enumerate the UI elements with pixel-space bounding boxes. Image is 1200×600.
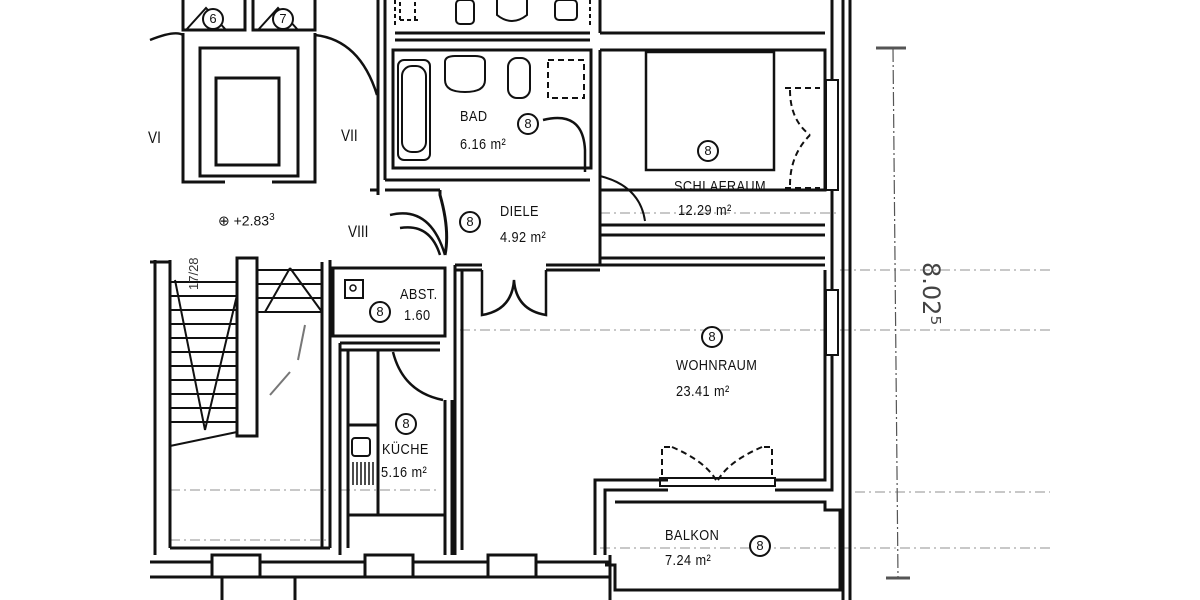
unit-badge-6: 6	[202, 8, 224, 30]
dimension-label: 8.02⁵	[917, 262, 945, 326]
room-area-balkon: 7.24 m²	[665, 552, 712, 569]
room-label-wohnraum: WOHNRAUM	[676, 357, 758, 374]
unit-badge-wohnraum: 8	[701, 326, 723, 348]
room-label-kueche: KÜCHE	[382, 441, 429, 458]
dimension-line	[876, 46, 910, 580]
unit-badge-7: 7	[272, 8, 294, 30]
room-label-abst: ABST.	[400, 286, 438, 303]
room-area-bad: 6.16 m²	[460, 136, 507, 153]
elevation-marker: ⊕ +2.833	[218, 212, 275, 230]
unit-badge-balkon: 8	[749, 535, 771, 557]
elevation-value: +2.83	[233, 212, 270, 229]
elevation-sup: 3	[269, 212, 275, 223]
room-area-abst: 1.60	[404, 307, 431, 324]
axis-lines	[170, 212, 1050, 549]
unit-badge-bad: 8	[517, 113, 539, 135]
stair-annotation: 17/28	[186, 257, 201, 290]
elevation-symbol-icon: ⊕	[218, 212, 230, 229]
room-label-diele: DIELE	[500, 203, 539, 220]
room-area-diele: 4.92 m²	[500, 229, 547, 246]
roman-label-viii: VIII	[348, 222, 369, 241]
room-area-wohnraum: 23.41 m²	[676, 383, 730, 400]
room-area-schlafraum: 12.29 m²	[678, 202, 732, 219]
unit-badge-abst: 8	[369, 301, 391, 323]
room-label-schlafraum: SCHLAFRAUM	[674, 178, 767, 195]
room-label-bad: BAD	[460, 108, 488, 125]
roman-label-vii: VII	[341, 126, 358, 145]
room-area-kueche: 5.16 m²	[381, 464, 428, 481]
unit-badge-diele: 8	[459, 211, 481, 233]
unit-badge-kueche: 8	[395, 413, 417, 435]
room-label-balkon: BALKON	[665, 527, 720, 544]
roman-label-vi: VI	[148, 128, 161, 147]
unit-badge-schlafraum: 8	[697, 140, 719, 162]
